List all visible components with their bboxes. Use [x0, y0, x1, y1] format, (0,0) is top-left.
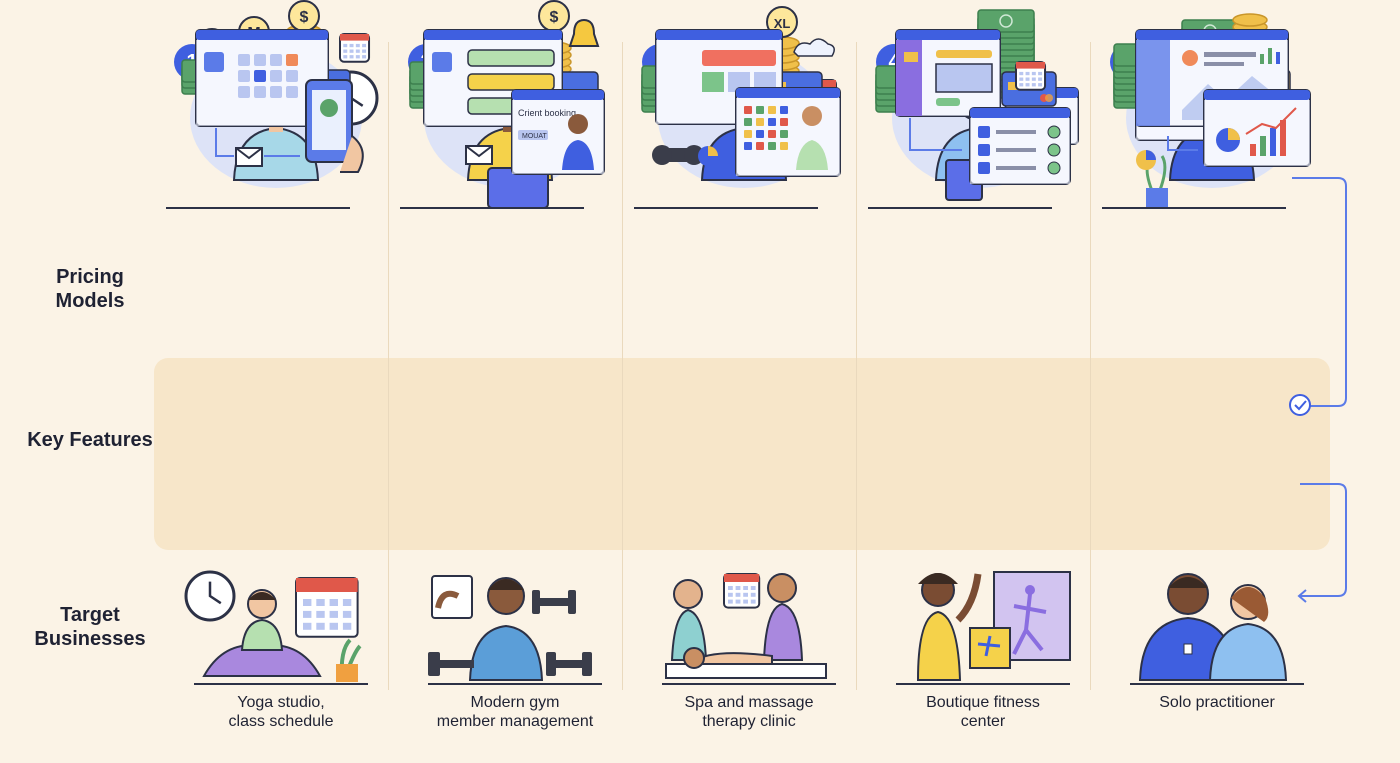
target-business-caption: Solo practitioner	[1100, 693, 1334, 712]
row-label-pricing: Pricing Models	[55, 266, 125, 312]
column-divider	[1090, 42, 1091, 690]
cloud-dashboard-icon	[632, 0, 866, 560]
caption-line: member management	[436, 713, 594, 730]
caption-line: Solo practitioner	[1159, 694, 1275, 711]
caption-line: class schedule	[228, 713, 334, 730]
target-business-caption: Yoga studio, class schedule	[164, 693, 398, 731]
massage-therapy-icon	[632, 0, 866, 700]
svg-text:MOUAT: MOUAT	[522, 133, 547, 140]
column-divider	[622, 42, 623, 690]
caption-line: Boutique fitness	[926, 694, 1040, 711]
caption-line: Yoga studio,	[237, 694, 325, 711]
svg-text:Crient booking: Crient booking	[518, 108, 576, 118]
row-label-features: Key Features	[27, 429, 153, 451]
caption-line: Modern gym	[470, 694, 560, 711]
column-divider	[388, 42, 389, 690]
svg-text:$: $	[550, 9, 559, 26]
column-5: 5Solo practitioner	[1100, 0, 1334, 763]
checklist-scheduler-icon	[866, 0, 1100, 560]
column-divider	[856, 42, 857, 690]
row-label-target: Target Businesses	[34, 604, 146, 650]
class-calendar-app-icon	[164, 0, 398, 560]
caption-line: center	[960, 713, 1006, 730]
svg-text:$: $	[300, 9, 309, 26]
analytics-dashboard-icon	[1100, 0, 1334, 560]
target-business-caption: Modern gym member management	[398, 693, 632, 731]
dance-studio-icon	[866, 0, 1100, 700]
yoga-meditation-icon	[164, 0, 398, 700]
svg-text:XL: XL	[774, 16, 791, 31]
key-features-band	[154, 358, 1330, 550]
column-1: 1$M$Yoga studio,class schedule	[164, 0, 398, 763]
gym-weights-icon	[398, 0, 632, 700]
target-business-caption: Boutique fitness center	[866, 693, 1100, 731]
caption-line: therapy clinic	[702, 713, 796, 730]
caption-line: Spa and massage	[684, 694, 814, 711]
practitioner-pair-icon	[1100, 0, 1334, 700]
target-business-caption: Spa and massage therapy clinic	[632, 693, 866, 731]
